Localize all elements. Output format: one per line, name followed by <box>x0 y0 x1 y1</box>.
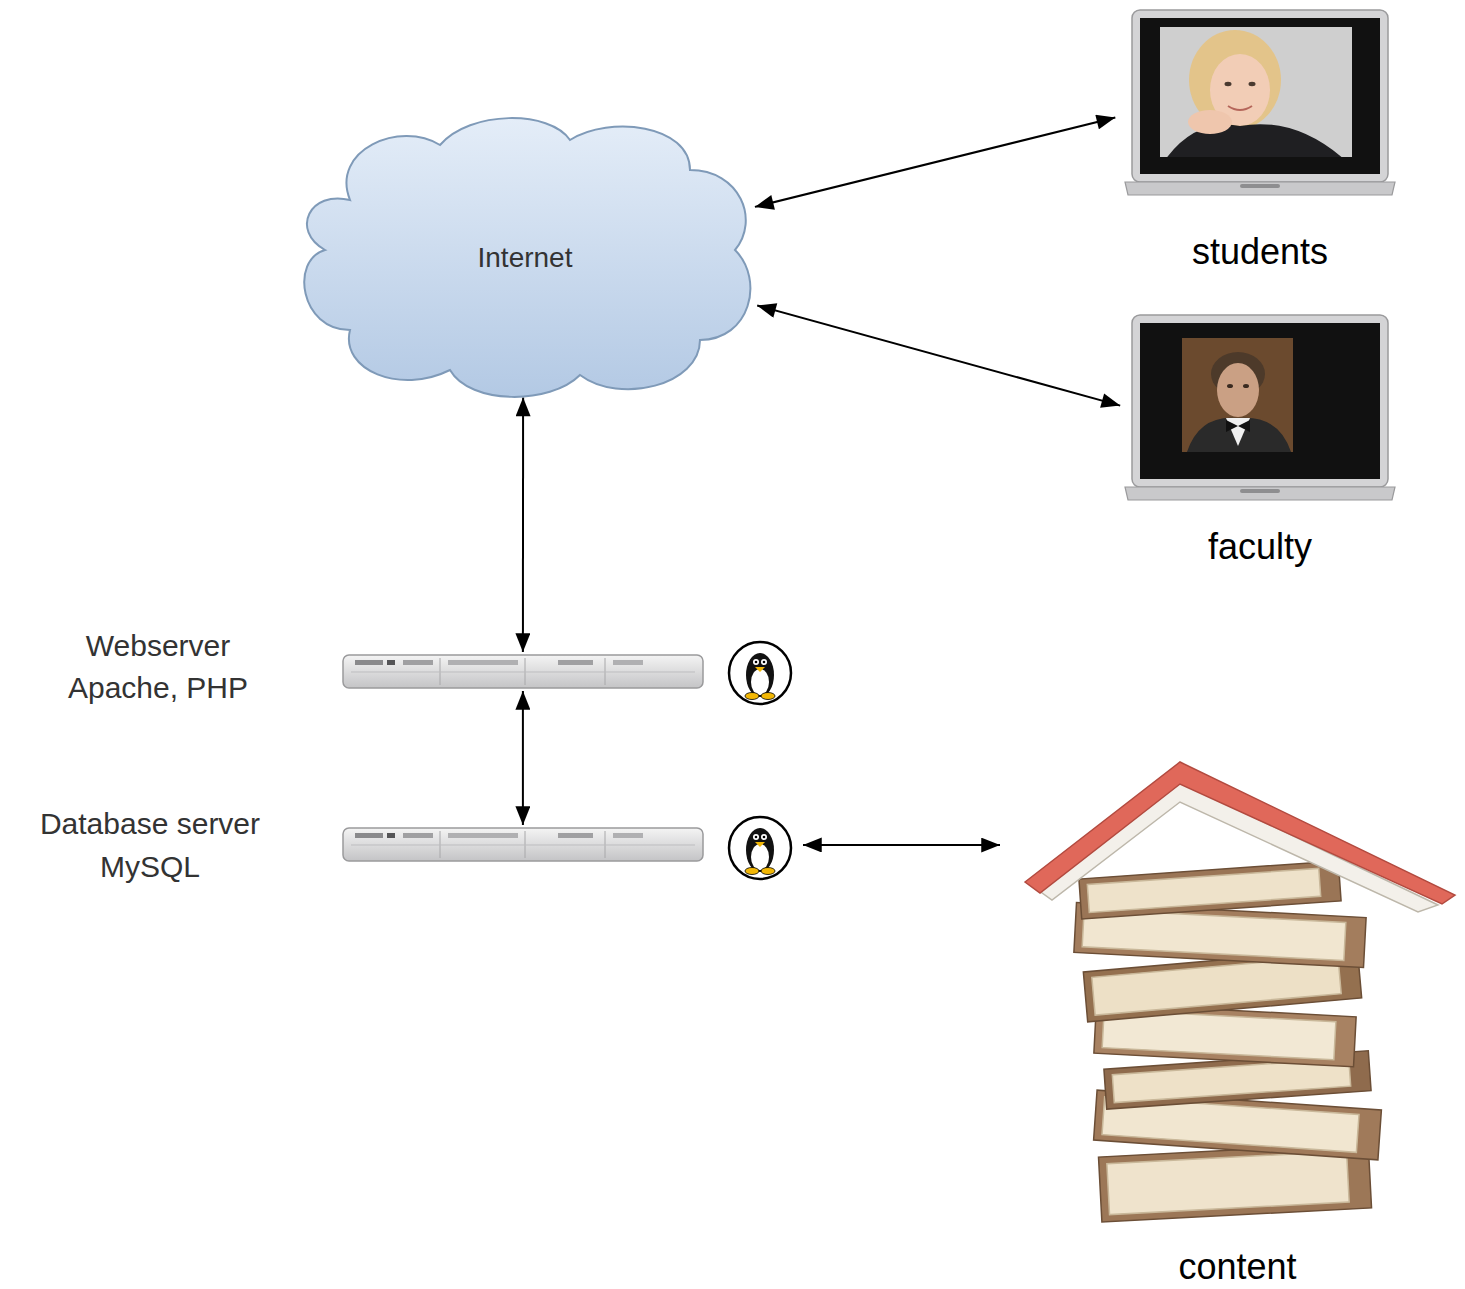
node-label: students <box>1085 231 1435 273</box>
node-label: faculty <box>1085 526 1435 568</box>
content-node: content <box>1020 760 1455 1220</box>
connector-arrow <box>803 844 1000 846</box>
cloud-node: Internet <box>290 110 760 405</box>
linux-penguin <box>729 642 791 704</box>
server-node: Webserver Apache, PHP <box>343 655 795 688</box>
database-rack <box>343 828 703 861</box>
webserver-rack <box>343 655 703 688</box>
node-label: Internet <box>478 242 573 274</box>
connector-arrow <box>522 398 524 652</box>
book-stack <box>1025 762 1455 1222</box>
laptop-node: faculty <box>1125 315 1395 500</box>
faculty-laptop <box>1125 315 1395 500</box>
node-label: content <box>1000 1246 1465 1288</box>
connector-arrow <box>757 306 1120 406</box>
connector-arrow <box>522 691 524 825</box>
node-label: Webserver Apache, PHP <box>33 625 283 709</box>
server-node: Database server MySQL <box>343 828 795 862</box>
connector-arrow <box>755 118 1115 207</box>
node-label: Database server MySQL <box>25 802 275 888</box>
linux-penguin <box>729 817 791 879</box>
student-laptop <box>1125 10 1395 195</box>
laptop-node: students <box>1125 10 1395 195</box>
